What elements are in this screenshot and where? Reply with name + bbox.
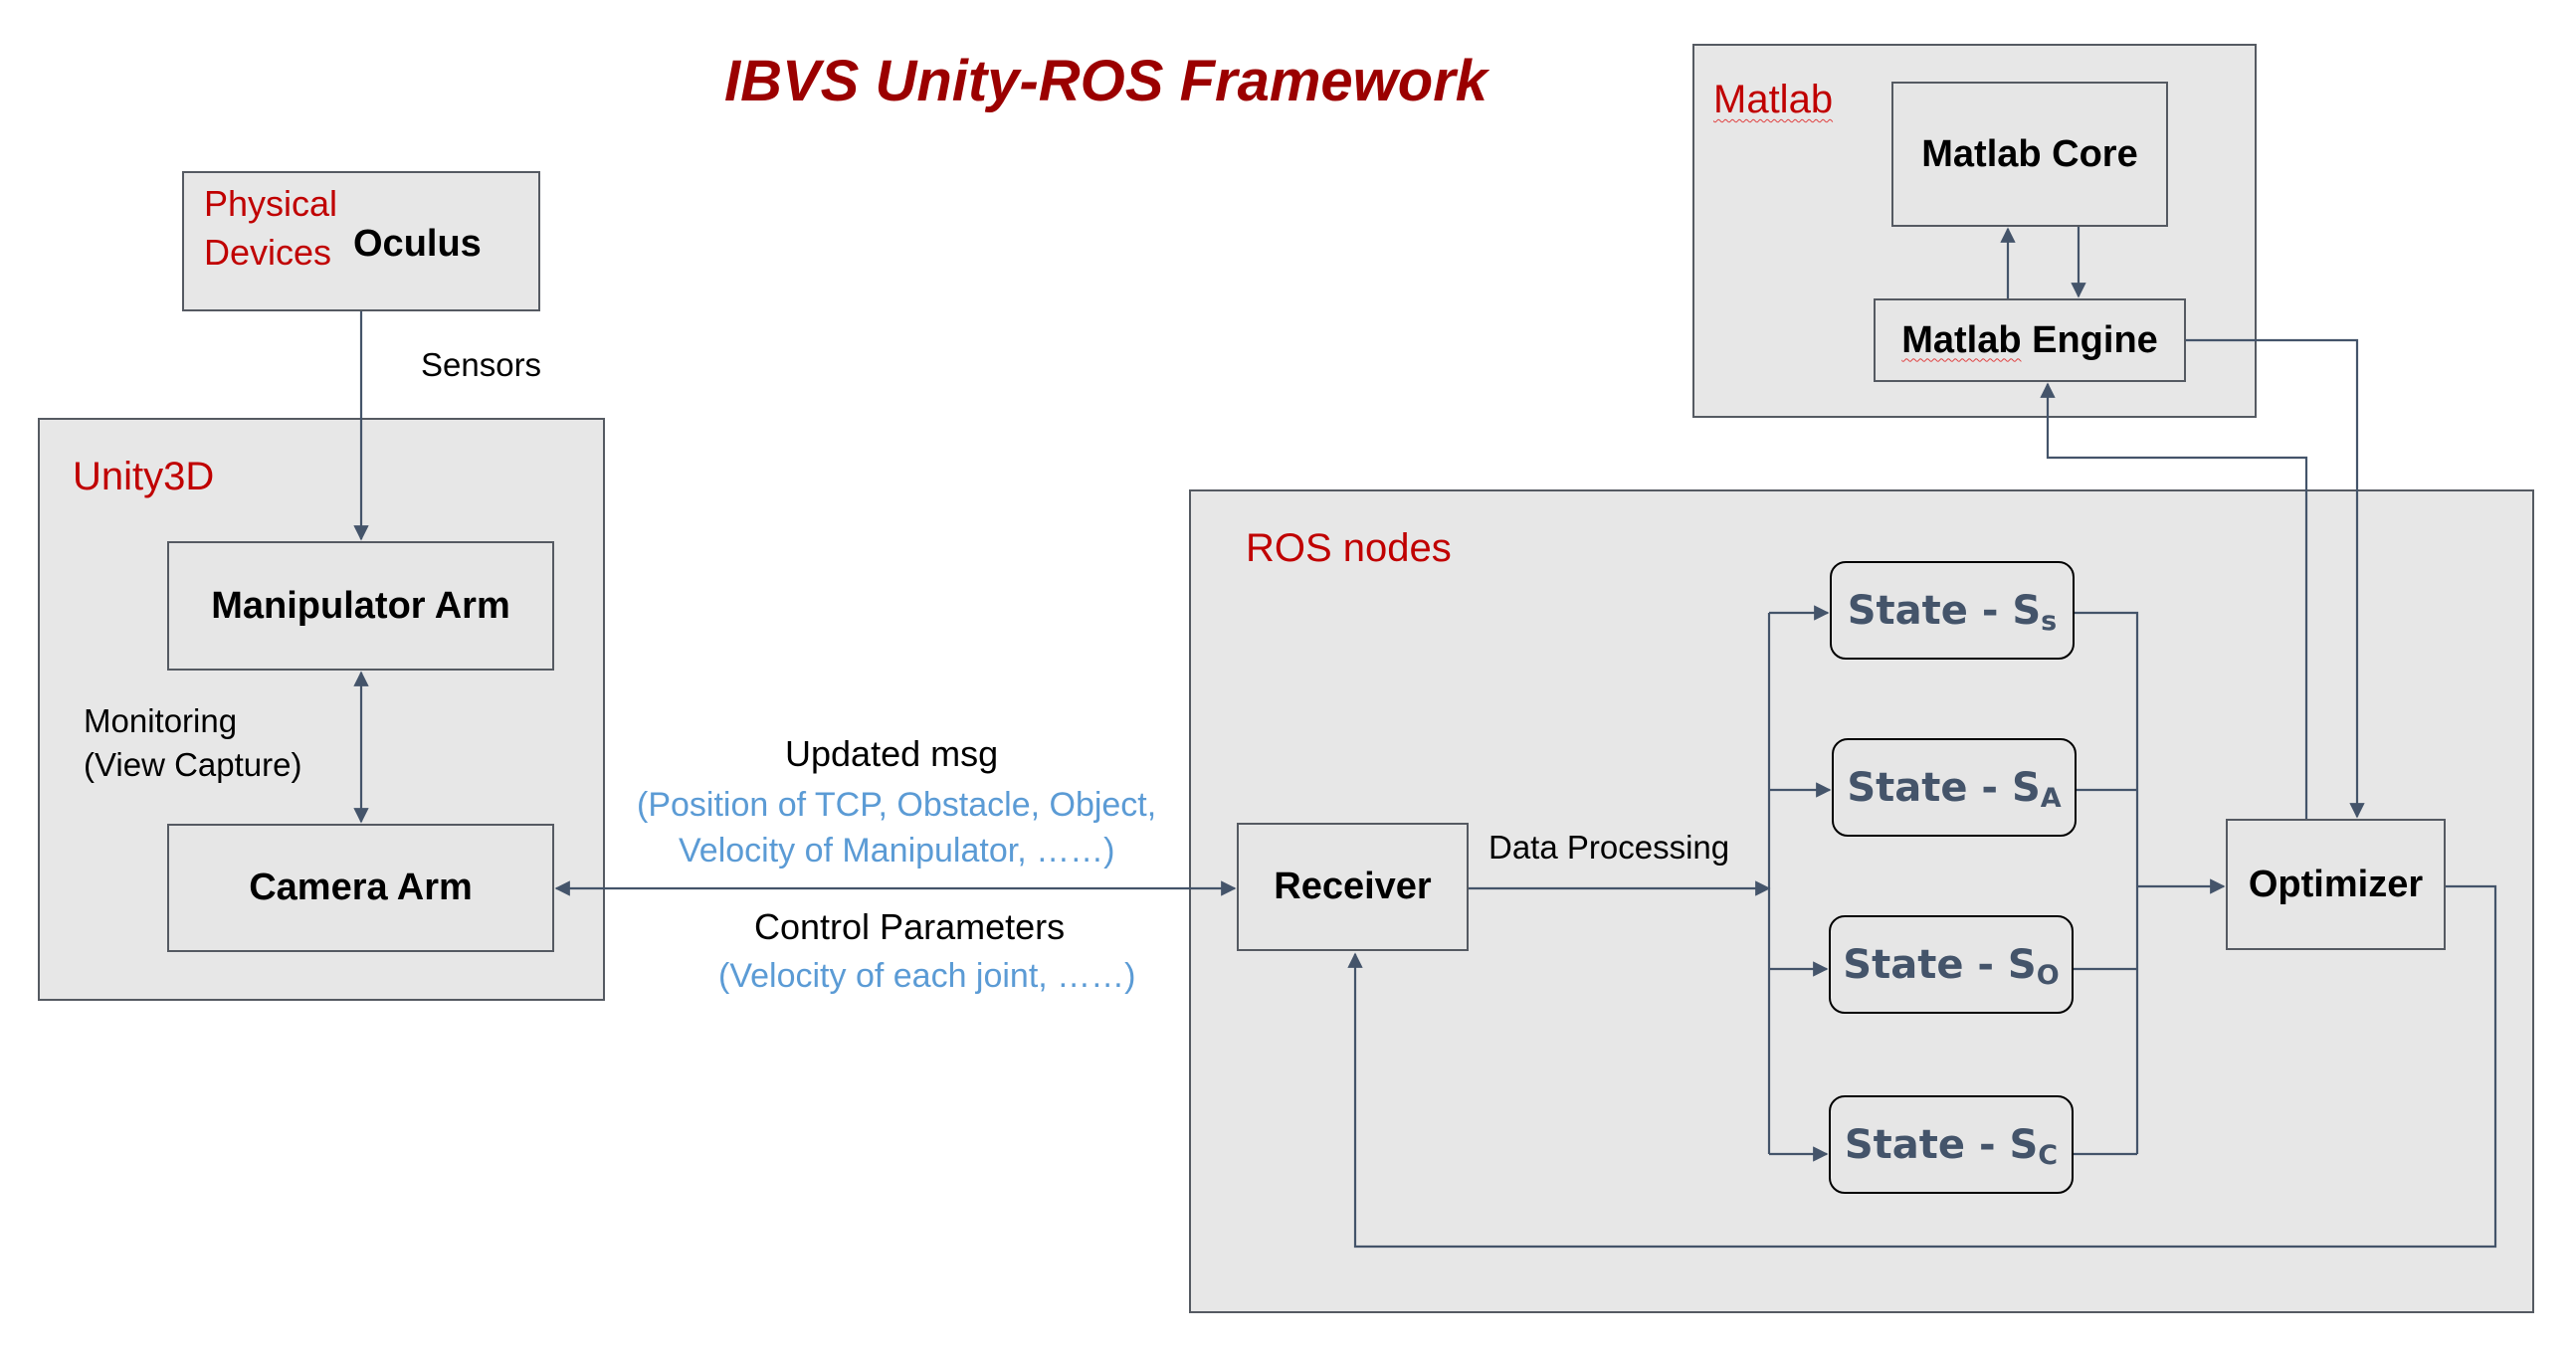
updated-msg-detail-line1: (Position of TCP, Obstacle, Object, bbox=[637, 786, 1157, 824]
diagram-title: IBVS Unity-ROS Framework bbox=[724, 49, 1488, 113]
data-processing-label: Data Processing bbox=[1488, 829, 1730, 866]
engine-to-optimizer-arrow bbox=[2186, 338, 2365, 819]
state-a-label: State - SA bbox=[1847, 764, 2062, 814]
optimizer-label: Optimizer bbox=[2248, 863, 2424, 905]
optimizer-to-engine-arrow bbox=[2040, 382, 2308, 819]
updated-msg-detail-line2: Velocity of Manipulator, ……) bbox=[679, 832, 1115, 869]
monitoring-label-line1: Monitoring bbox=[84, 702, 238, 739]
oculus-label: Oculus bbox=[353, 223, 482, 265]
control-params-detail: (Velocity of each joint, ……) bbox=[718, 957, 1136, 995]
physical-label-line1: Physical bbox=[204, 183, 338, 224]
matlab-core-label: Matlab Core bbox=[1921, 132, 2138, 175]
monitoring-label-line2: (View Capture) bbox=[84, 746, 302, 783]
physical-devices-box: Physical Devices Oculus bbox=[182, 171, 540, 311]
matlab-label: Matlab bbox=[1713, 78, 1834, 121]
physical-label-line2: Devices bbox=[204, 232, 332, 273]
manipulator-arm-label: Manipulator Arm bbox=[211, 584, 510, 627]
state-a-box[interactable]: State - SA bbox=[1832, 738, 2077, 837]
state-s-box[interactable]: State - Ss bbox=[1830, 561, 2075, 660]
sensors-label: Sensors bbox=[421, 346, 542, 383]
state-c-label: State - SC bbox=[1844, 1121, 2059, 1171]
state-o-box[interactable]: State - SO bbox=[1829, 915, 2074, 1014]
state-c-box[interactable]: State - SC bbox=[1829, 1095, 2074, 1194]
merge-s bbox=[2075, 611, 2139, 1154]
matlab-engine-box[interactable]: Matlab Engine bbox=[1874, 298, 2186, 382]
feedback-arrow bbox=[1347, 884, 2497, 1249]
receiver-box[interactable]: Receiver bbox=[1237, 823, 1469, 951]
camera-arm-box[interactable]: Camera Arm bbox=[167, 824, 554, 952]
manipulator-arm-box[interactable]: Manipulator Arm bbox=[167, 541, 554, 671]
receiver-label: Receiver bbox=[1274, 866, 1432, 907]
unity3d-label: Unity3D bbox=[73, 455, 215, 498]
control-params-label: Control Parameters bbox=[754, 906, 1066, 947]
state-o-label: State - SO bbox=[1843, 941, 2060, 991]
matlab-core-box[interactable]: Matlab Core bbox=[1891, 82, 2168, 227]
state-s-label: State - Ss bbox=[1847, 587, 2058, 637]
ros-nodes-label: ROS nodes bbox=[1246, 526, 1452, 570]
camera-arm-label: Camera Arm bbox=[249, 867, 473, 908]
matlab-engine-label: Matlab Engine bbox=[1901, 318, 2158, 361]
optimizer-box[interactable]: Optimizer bbox=[2226, 819, 2446, 950]
updated-msg-label: Updated msg bbox=[785, 733, 999, 774]
